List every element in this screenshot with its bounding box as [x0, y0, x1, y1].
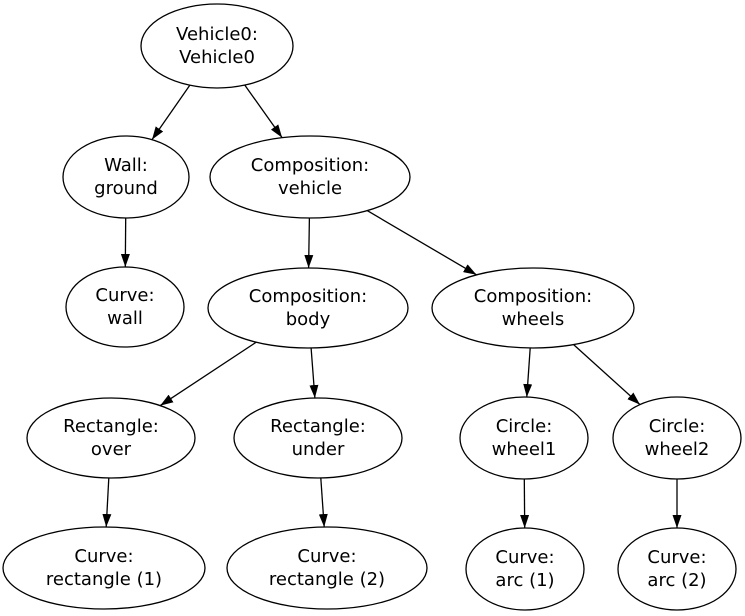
edge-rectangle-over-to-curve-rectangle-1 — [102, 477, 112, 528]
node-ellipse-curve-arc-2 — [617, 527, 737, 611]
node-label-line1: Composition: — [474, 286, 592, 307]
node-label-line1: Rectangle: — [63, 416, 159, 437]
node-ellipse-rectangle-over — [26, 397, 196, 479]
node-ellipse-curve-rectangle-1 — [2, 526, 206, 610]
node-ellipse-circle-wheel2 — [612, 396, 742, 480]
node-ellipse-rectangle-under — [233, 397, 403, 479]
nodes-layer: Vehicle0:Vehicle0Wall:groundComposition:… — [2, 3, 742, 611]
node-label-curve-wall: Curve:wall — [95, 285, 154, 329]
node-label-line1: Circle: — [496, 416, 553, 437]
node-label-curve-rectangle-1: Curve:rectangle (1) — [46, 546, 162, 590]
node-label-line1: Curve: — [95, 285, 154, 306]
node-rectangle-under: Rectangle:under — [233, 397, 403, 479]
node-label-rectangle-over: Rectangle:over — [63, 416, 159, 460]
edge-vehicle0-to-wall-ground — [151, 84, 191, 140]
node-label-vehicle0: Vehicle0:Vehicle0 — [176, 24, 258, 68]
node-label-line2: Vehicle0 — [179, 47, 255, 68]
edges-layer — [102, 84, 682, 529]
node-label-line1: Circle: — [649, 416, 706, 437]
node-ellipse-vehicle0 — [140, 3, 294, 89]
node-label-circle-wheel1: Circle:wheel1 — [492, 416, 557, 460]
node-label-line1: Vehicle0: — [176, 24, 258, 45]
edge-composition-wheels-to-circle-wheel2 — [573, 344, 641, 406]
node-label-curve-arc-1: Curve:arc (1) — [495, 547, 554, 591]
edge-vehicle0-to-composition-vehicle — [244, 84, 283, 138]
node-label-wall-ground: Wall:ground — [94, 155, 158, 199]
node-label-line2: wheels — [502, 309, 565, 330]
node-circle-wheel1: Circle:wheel1 — [459, 396, 589, 480]
edge-composition-vehicle-to-composition-wheels — [366, 210, 477, 276]
node-ellipse-circle-wheel1 — [459, 396, 589, 480]
node-label-line2: rectangle (2) — [269, 569, 385, 590]
node-composition-vehicle: Composition:vehicle — [209, 135, 411, 219]
node-label-composition-body: Composition:body — [249, 286, 367, 330]
node-label-line2: rectangle (1) — [46, 569, 162, 590]
node-label-circle-wheel2: Circle:wheel2 — [645, 416, 710, 460]
node-ellipse-composition-vehicle — [209, 135, 411, 219]
node-label-composition-wheels: Composition:wheels — [474, 286, 592, 330]
node-label-line1: Composition: — [249, 286, 367, 307]
edge-rectangle-under-to-curve-rectangle-2 — [318, 477, 328, 528]
node-composition-wheels: Composition:wheels — [431, 267, 635, 349]
node-label-line1: Composition: — [251, 155, 369, 176]
node-curve-wall: Curve:wall — [65, 266, 185, 348]
node-label-line2: arc (1) — [495, 570, 554, 591]
node-rectangle-over: Rectangle:over — [26, 397, 196, 479]
node-ellipse-composition-wheels — [431, 267, 635, 349]
node-label-line2: under — [292, 439, 345, 460]
edge-composition-vehicle-to-composition-body — [304, 217, 314, 269]
node-label-line1: Wall: — [104, 155, 148, 176]
node-wall-ground: Wall:ground — [62, 135, 190, 219]
node-label-line1: Curve: — [647, 547, 706, 568]
node-label-line1: Curve: — [297, 546, 356, 567]
node-label-line2: ground — [94, 178, 158, 199]
edge-composition-body-to-rectangle-under — [309, 347, 319, 399]
node-curve-arc-1: Curve:arc (1) — [465, 527, 585, 611]
node-label-line2: wheel2 — [645, 439, 710, 460]
node-vehicle0: Vehicle0:Vehicle0 — [140, 3, 294, 89]
node-label-line2: body — [286, 309, 331, 330]
node-label-curve-arc-2: Curve:arc (2) — [647, 547, 706, 591]
node-label-line1: Rectangle: — [270, 416, 366, 437]
node-label-line2: arc (2) — [647, 570, 706, 591]
node-label-curve-rectangle-2: Curve:rectangle (2) — [269, 546, 385, 590]
node-curve-arc-2: Curve:arc (2) — [617, 527, 737, 611]
node-ellipse-curve-rectangle-2 — [226, 526, 428, 610]
node-label-line2: wheel1 — [492, 439, 557, 460]
node-ellipse-curve-arc-1 — [465, 527, 585, 611]
node-label-line2: wall — [107, 308, 143, 329]
node-curve-rectangle-1: Curve:rectangle (1) — [2, 526, 206, 610]
edge-composition-body-to-rectangle-over — [159, 341, 257, 407]
node-ellipse-composition-body — [207, 267, 409, 349]
node-ellipse-curve-wall — [65, 266, 185, 348]
node-ellipse-wall-ground — [62, 135, 190, 219]
node-label-composition-vehicle: Composition:vehicle — [251, 155, 369, 199]
node-composition-body: Composition:body — [207, 267, 409, 349]
node-label-line1: Curve: — [495, 547, 554, 568]
edge-composition-wheels-to-circle-wheel1 — [523, 347, 533, 398]
node-circle-wheel2: Circle:wheel2 — [612, 396, 742, 480]
node-label-line2: over — [91, 439, 132, 460]
node-curve-rectangle-2: Curve:rectangle (2) — [226, 526, 428, 610]
node-label-rectangle-under: Rectangle:under — [270, 416, 366, 460]
node-label-line2: vehicle — [278, 178, 342, 199]
node-label-line1: Curve: — [74, 546, 133, 567]
